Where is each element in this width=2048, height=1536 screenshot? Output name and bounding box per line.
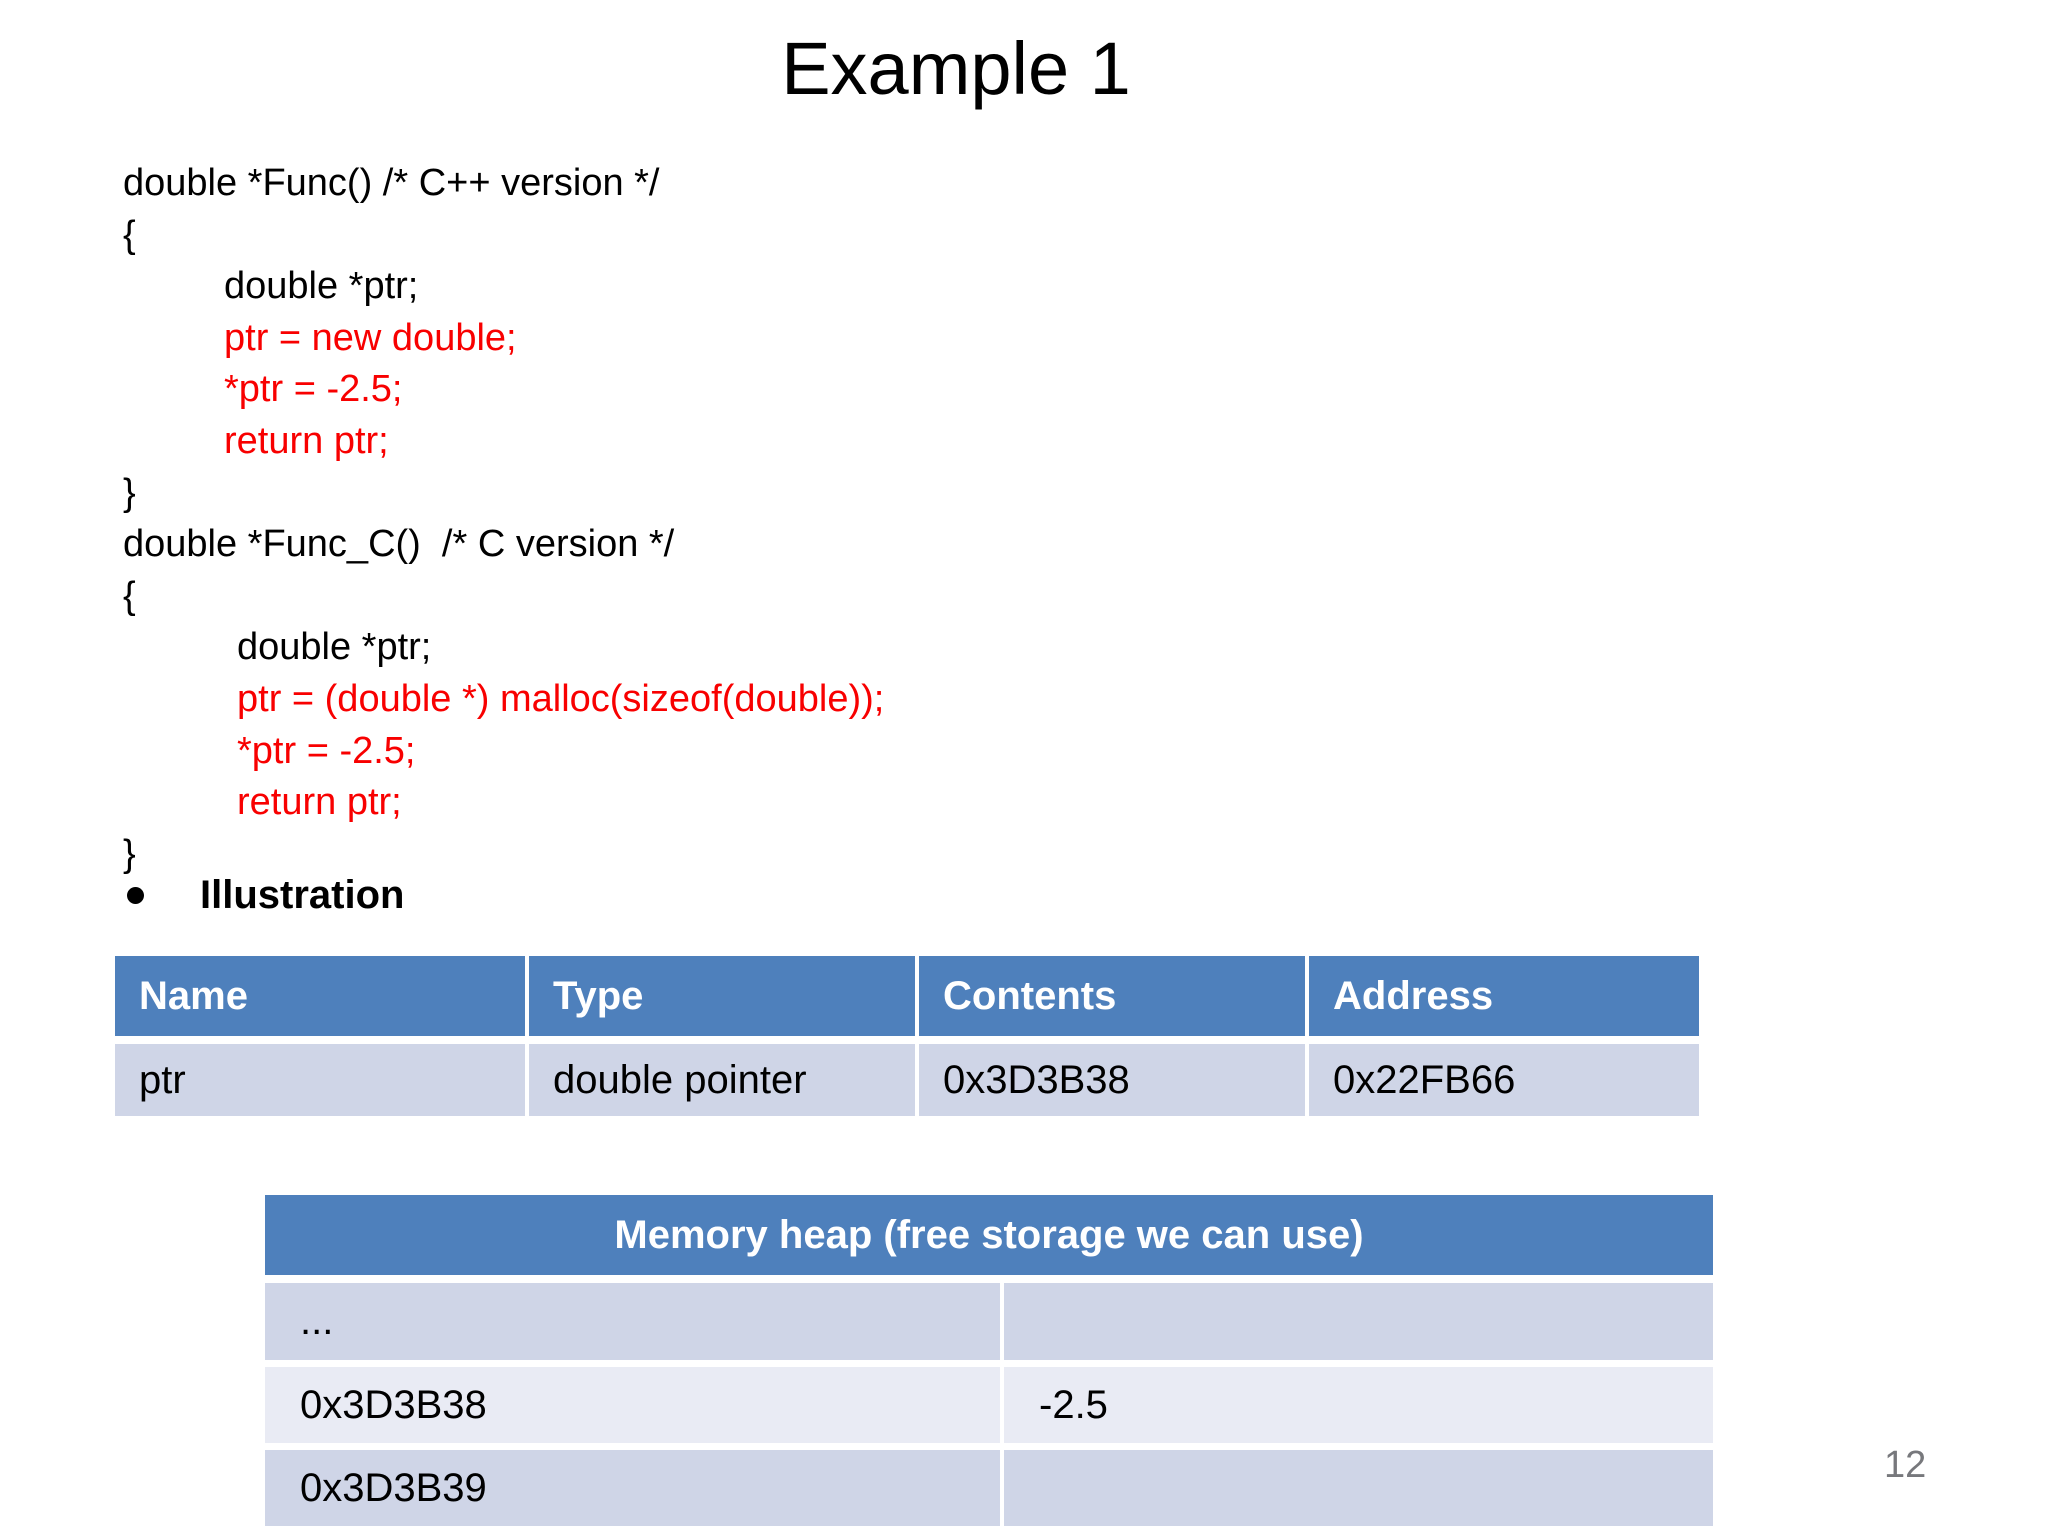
- slide-title: Example 1: [781, 27, 1131, 110]
- variable-table-header-cell: Address: [1309, 956, 1699, 1036]
- code-line: *ptr = -2.5;: [237, 729, 416, 772]
- heap-table-cell: [1004, 1450, 1713, 1526]
- variable-table-header-cell: Name: [115, 956, 525, 1036]
- heap-table-cell: ...: [265, 1283, 1000, 1360]
- variable-table-cell: 0x22FB66: [1309, 1044, 1699, 1116]
- code-line: return ptr;: [237, 781, 402, 824]
- page-number: 12: [1884, 1444, 1927, 1486]
- heap-table: Memory heap (free storage we can use) ..…: [265, 1195, 1713, 1526]
- variable-table-header-cell: Type: [529, 956, 915, 1036]
- heap-table-title: Memory heap (free storage we can use): [265, 1195, 1713, 1275]
- heap-table-cell: 0x3D3B39: [265, 1450, 1000, 1526]
- code-line: }: [123, 832, 136, 875]
- heap-table-cell: -2.5: [1004, 1367, 1713, 1443]
- code-line: ptr = new double;: [224, 316, 517, 359]
- bullet-label: Illustration: [200, 873, 405, 917]
- code-line: double *ptr;: [237, 626, 432, 669]
- variable-table-cell: 0x3D3B38: [919, 1044, 1305, 1116]
- variable-table-cell: ptr: [115, 1044, 525, 1116]
- code-line: double *Func_C() /* C version */: [123, 523, 675, 566]
- code-line: }: [123, 471, 136, 514]
- bullet-item: Illustration: [127, 873, 404, 918]
- code-line: double *ptr;: [224, 265, 419, 308]
- code-line: *ptr = -2.5;: [224, 368, 403, 411]
- code-line: ptr = (double *) malloc(sizeof(double));: [237, 677, 885, 720]
- code-block: double *Func() /* C++ version */ { double …: [123, 158, 884, 880]
- variable-table-cell: double pointer: [529, 1044, 915, 1116]
- heap-table-cell: [1004, 1283, 1713, 1360]
- bullet-icon: [127, 887, 144, 904]
- code-line: {: [123, 574, 136, 617]
- code-line: {: [123, 213, 136, 256]
- code-line: return ptr;: [224, 419, 389, 462]
- heap-table-cell: 0x3D3B38: [265, 1367, 1000, 1443]
- variable-table-header-cell: Contents: [919, 956, 1305, 1036]
- code-line: double *Func() /* C++ version */: [123, 162, 660, 204]
